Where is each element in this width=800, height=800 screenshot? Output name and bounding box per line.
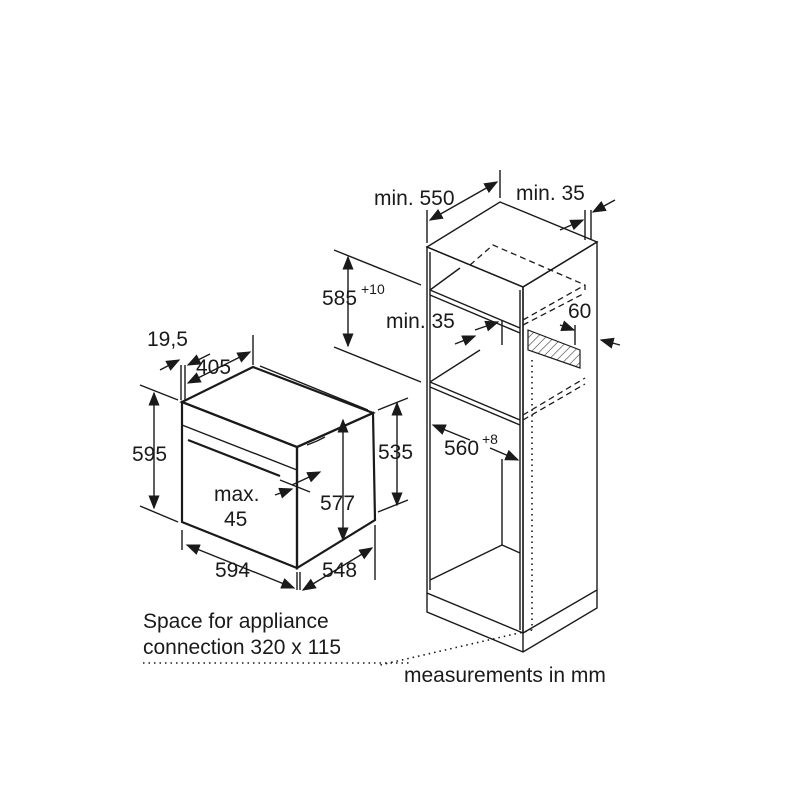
dim-594: 594 [215,559,250,582]
dim-585-tolerance: +10 [361,281,385,297]
dim-min-35-mid: min. 35 [386,310,455,333]
oven-handle [187,438,281,478]
oven-side [295,411,377,570]
dim-548: 548 [322,559,357,582]
connection-note-line1: Space for appliance [143,610,329,633]
dim-560-tolerance: +8 [482,431,498,447]
connection-space-hatch [527,329,581,369]
dim-595: 595 [132,443,167,466]
dim-535: 535 [378,441,413,464]
oven-drawing: 19,5 405 595 535 577 max. 45 594 548 [132,328,413,591]
dim-560: 560 [444,437,479,460]
oven-top [179,365,376,449]
dim-45: 45 [224,508,247,531]
units-note: measurements in mm [404,664,606,687]
dim-19-5: 19,5 [147,328,188,351]
dim-min-35-top: min. 35 [516,182,585,205]
dim-max-label: max. [214,483,260,506]
connection-note-line2: connection 320 x 115 [143,636,341,659]
dim-min-550: min. 550 [374,187,455,210]
dim-585: 585 [322,287,357,310]
dim-577: 577 [320,492,355,515]
dim-60: 60 [568,300,591,323]
cabinet-drawing: min. 550 min. 35 585 +10 min. 35 60 560 … [322,170,621,666]
dim-405: 405 [196,356,231,379]
oven-panel-line [181,424,298,471]
